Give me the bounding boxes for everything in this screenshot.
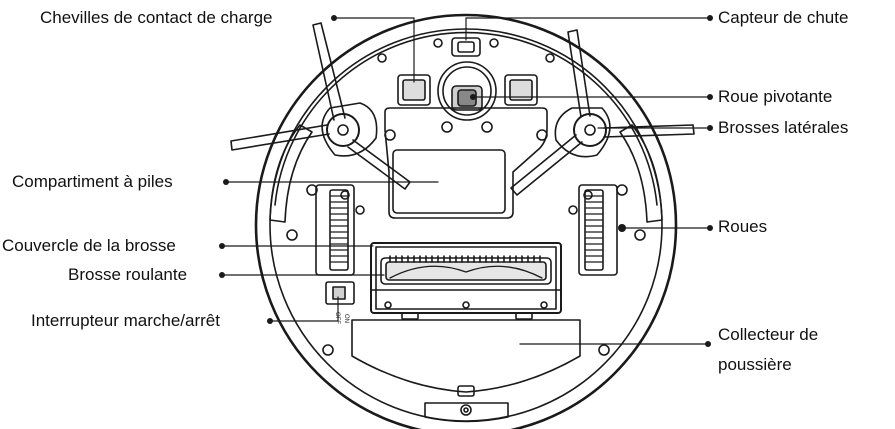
label-brush-cover: Couvercle de la brosse	[2, 236, 176, 255]
leader-dots	[219, 15, 713, 347]
label-side-brushes: Brosses latérales	[718, 118, 849, 137]
power-switch	[325, 281, 355, 305]
brush-cover	[370, 242, 562, 320]
screw-holes	[286, 38, 646, 356]
right-wheel	[578, 184, 618, 276]
battery-compartment	[384, 107, 548, 219]
leader-lines	[221, 17, 711, 345]
label-swivel-wheel: Roue pivotante	[718, 87, 833, 106]
label-wheels: Roues	[718, 217, 768, 236]
label-power-switch: Interrupteur marche/arrêt	[31, 311, 220, 330]
switch-off-mark: OFF	[334, 312, 340, 324]
label-dust-collector-line1: Collecteur de	[718, 325, 819, 344]
robot-body	[254, 13, 678, 429]
label-fall-sensor: Capteur de chute	[718, 8, 849, 27]
fall-sensor	[451, 37, 481, 57]
dust-collector	[351, 319, 581, 423]
side-panels	[269, 124, 663, 223]
switch-on-mark: ON	[343, 314, 349, 323]
swivel-wheel	[437, 61, 497, 121]
label-battery-compartment: Compartiment à piles	[12, 172, 173, 191]
label-dust-collector-line2: poussière	[718, 355, 792, 374]
left-wheel	[315, 184, 355, 276]
label-charging-pins: Chevilles de contact de charge	[40, 8, 273, 27]
left-side-brush	[230, 22, 411, 190]
roller-brush	[380, 255, 552, 285]
right-side-brush	[510, 29, 695, 196]
label-roller-brush: Brosse roulante	[68, 265, 188, 284]
